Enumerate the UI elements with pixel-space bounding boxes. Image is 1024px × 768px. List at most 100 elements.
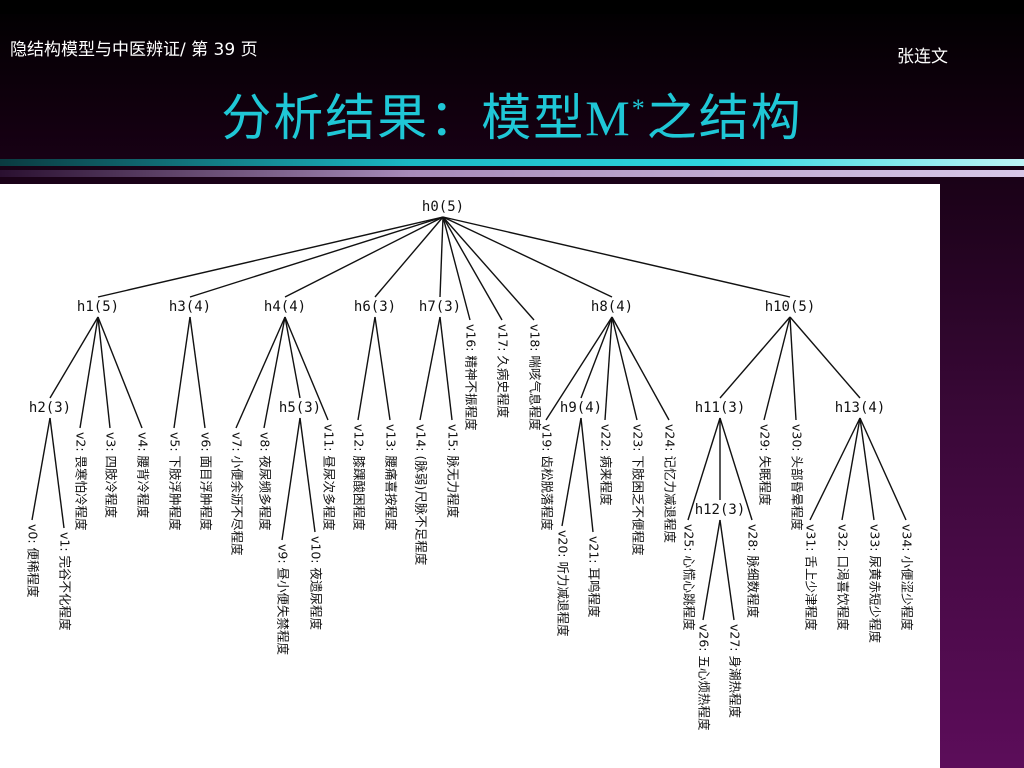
leaf-v32: v32: 口渴喜饮程度 [836, 524, 851, 631]
edge-h10-h11 [719, 316, 791, 399]
edge-h1-v2 [79, 316, 99, 429]
edge-h10-v30 [789, 316, 797, 421]
leaf-v26: v26: 五心烦热程度 [697, 624, 712, 731]
edge-h2-v0 [31, 417, 51, 521]
edge-h10-h13 [789, 316, 861, 399]
leaf-v22: v22: 病来程度 [599, 424, 614, 506]
slide-author: 张连文 [897, 47, 948, 67]
edge-h0-h7 [439, 216, 444, 298]
leaf-v33: v33: 尿黄赤短少程度 [868, 524, 883, 643]
node-h4: h4(4) [264, 299, 306, 315]
edge-h4-v7 [235, 316, 286, 429]
leaf-v1: v1: 完谷不化程度 [58, 532, 73, 631]
leaf-v14: v14: (脉弱)尺脉不足程度 [414, 424, 429, 566]
leaf-v9: v9: 昼小便失禁程度 [276, 544, 291, 656]
leaf-v13: v13: 腰痛喜按程度 [384, 424, 399, 531]
edge-h0-h8 [442, 216, 613, 298]
leaf-v15: v15: 脉无力程度 [446, 424, 461, 518]
node-h2: h2(3) [29, 400, 71, 416]
edge-h0-h1 [97, 216, 444, 298]
leaf-v3: v3: 四肢冷程度 [104, 432, 119, 519]
edge-h6-v13 [374, 316, 391, 421]
node-h9: h9(4) [560, 400, 602, 416]
leaf-v27: v27: 身潮热程度 [728, 624, 743, 718]
edge-h13-v32 [841, 417, 861, 521]
node-h1: h1(5) [77, 299, 119, 315]
edge-h0-v16 [442, 216, 471, 321]
leaf-v16: v16: 精神不振程度 [464, 324, 479, 431]
node-h7: h7(3) [419, 299, 461, 315]
leaf-v2: v2: 畏寒怕冷程度 [74, 432, 89, 531]
title-part-b: 之结构 [646, 89, 803, 147]
slide-header-left: 隐结构模型与中医辨证/ 第 39 页 [10, 40, 258, 60]
edge-h8-h9 [580, 316, 613, 399]
edge-h3-v6 [189, 316, 206, 429]
node-h11: h11(3) [695, 400, 746, 416]
title-model-m: M [585, 90, 632, 146]
edge-h0-h6 [374, 216, 444, 298]
edge-h8-v22 [604, 316, 613, 421]
edge-h13-v34 [859, 417, 907, 521]
edge-h3-v5 [173, 316, 191, 429]
leaf-v6: v6: 面目浮肿程度 [199, 432, 214, 531]
leaf-v30: v30: 头部昏晕程度 [790, 424, 805, 531]
node-h13: h13(4) [835, 400, 886, 416]
leaf-v29: v29: 失眠程度 [758, 424, 773, 506]
edge-h1-v3 [97, 316, 111, 429]
leaf-v19: v19: 齿松脱落程度 [540, 424, 555, 531]
edge-h0-h3 [189, 216, 444, 298]
leaf-v17: v17: 久病史程度 [496, 324, 511, 418]
leaf-v4: v4: 腰背冷程度 [136, 432, 151, 519]
edge-h4-v11 [284, 316, 329, 421]
leaf-v24: v24: 记忆力减退程度 [663, 424, 678, 543]
edge-h0-v18 [442, 216, 535, 321]
leaf-v25: v25: 心慌心跳程度 [682, 524, 697, 631]
node-h10: h10(5) [765, 299, 816, 315]
leaf-v7: v7: 小便余沥不尽程度 [230, 432, 245, 556]
leaf-v34: v34: 小便涩少程度 [900, 524, 915, 631]
edge-h7-v15 [439, 316, 453, 421]
edge-h13-v31 [809, 417, 861, 521]
edge-h1-v4 [97, 316, 143, 429]
edge-h9-v20 [561, 417, 582, 527]
leaf-v21: v21: 耳鸣程度 [587, 536, 602, 618]
leaf-v12: v12: 膝踝酸困程度 [352, 424, 367, 531]
divider-lavender [0, 170, 1024, 177]
leaf-v11: v11: 昼尿次多程度 [322, 424, 337, 531]
edge-h5-v9 [281, 417, 301, 541]
leaf-v5: v5: 下肢浮肿程度 [168, 432, 183, 531]
leaf-v18: v18: 喘咳气息程度 [528, 324, 543, 431]
edge-h0-h10 [442, 216, 791, 298]
slide-title: 分析结果：模型M*之结构 [0, 78, 1024, 150]
node-h3: h3(4) [169, 299, 211, 315]
leaf-v8: v8: 夜尿频多程度 [258, 432, 273, 531]
leaf-v20: v20: 听力减退程度 [556, 530, 571, 637]
top-bar [0, 0, 1024, 14]
leaf-v10: v10: 夜遗尿程度 [309, 536, 324, 630]
leaf-v31: v31: 舌上少津程度 [804, 524, 819, 631]
edge-h13-v33 [859, 417, 875, 521]
edge-h9-v21 [580, 417, 594, 533]
leaf-v23: v23: 下肢困乏不便程度 [631, 424, 646, 556]
node-h8: h8(4) [591, 299, 633, 315]
divider-cyan [0, 159, 1024, 166]
edge-h0-h4 [284, 216, 444, 298]
edge-h8-v19 [545, 316, 613, 421]
edge-h0-v17 [442, 216, 503, 321]
title-part-a: 分析结果：模型 [221, 89, 586, 147]
edge-h4-h5 [284, 316, 301, 399]
leaf-v0: v0: 便稀程度 [26, 524, 41, 598]
edge-h10-v29 [763, 316, 791, 421]
edge-h2-v1 [49, 417, 65, 529]
edge-h4-v8 [263, 316, 286, 429]
node-h5: h5(3) [279, 400, 321, 416]
leaf-v28: v28: 脉细数程度 [746, 524, 761, 618]
title-star: * [631, 94, 647, 123]
edge-h5-v10 [299, 417, 316, 533]
latent-tree-diagram: h0(5)h1(5)h3(4)h4(4)h6(3)h7(3)h8(4)h10(5… [26, 199, 915, 731]
node-h12: h12(3) [695, 502, 746, 518]
node-h6: h6(3) [354, 299, 396, 315]
edge-h11-v25 [687, 417, 721, 521]
edge-h7-v14 [419, 316, 441, 421]
edge-h11-v28 [719, 417, 753, 521]
